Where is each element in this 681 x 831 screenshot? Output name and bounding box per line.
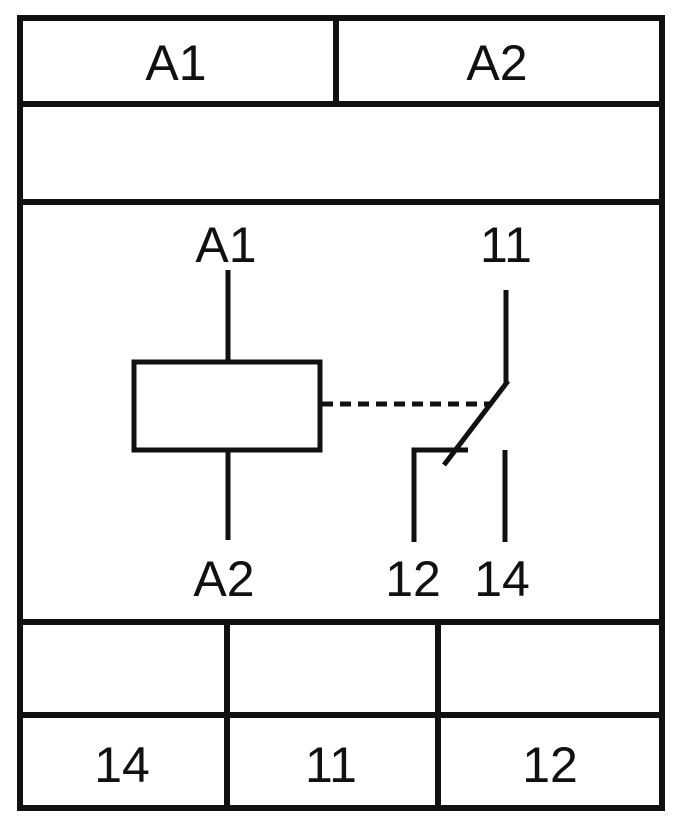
- top-terminal-a2: A2: [466, 35, 527, 91]
- top-terminal-a1: A1: [145, 35, 206, 91]
- contact-label-12: 12: [385, 551, 441, 607]
- contact-nc-lead: [411, 447, 468, 542]
- bottom-terminal-14: 14: [94, 737, 150, 793]
- bottom-terminal-11: 11: [305, 737, 357, 793]
- relay-coil: [131, 359, 323, 453]
- outer-frame: [17, 15, 665, 811]
- coil-label-top: A1: [195, 217, 256, 273]
- bottom-terminal-12: 12: [522, 737, 578, 793]
- contact-label-11: 11: [480, 217, 532, 273]
- coil-label-bottom: A2: [193, 551, 254, 607]
- contact-label-14: 14: [474, 551, 530, 607]
